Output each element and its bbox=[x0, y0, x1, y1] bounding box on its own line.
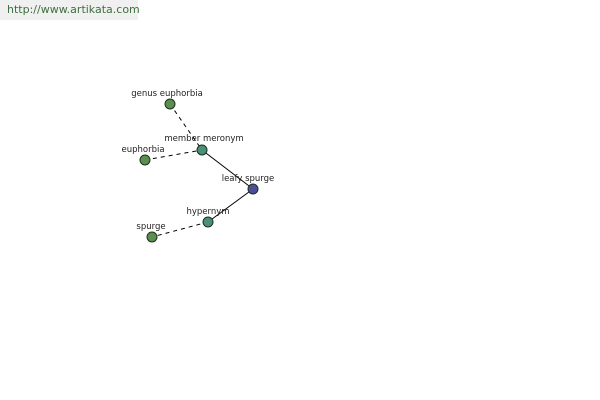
node-genus-euphorbia-dot[interactable] bbox=[164, 98, 176, 110]
node-leafy-spurge[interactable]: leafy spurge bbox=[222, 174, 275, 195]
node-euphorbia-label: euphorbia bbox=[121, 145, 164, 155]
node-genus-euphorbia-label: genus euphorbia bbox=[131, 89, 203, 99]
edge-leafy-spurge-to-hypernym bbox=[207, 188, 254, 223]
node-member-meronym-dot[interactable] bbox=[196, 144, 208, 156]
node-euphorbia[interactable]: euphorbia bbox=[121, 145, 165, 166]
edges-layer bbox=[144, 103, 254, 238]
site-url[interactable]: http://www.artikata.com bbox=[0, 0, 140, 20]
edge-hypernym-to-spurge bbox=[151, 221, 209, 238]
node-euphorbia-dot[interactable] bbox=[139, 154, 151, 166]
node-member-meronym-label: member meronym bbox=[164, 134, 243, 144]
node-hypernym-label: hypernym bbox=[186, 207, 229, 217]
node-spurge-dot[interactable] bbox=[146, 231, 158, 243]
edge-genus-euphorbia-to-member-meronym bbox=[169, 103, 203, 151]
node-hypernym-dot[interactable] bbox=[202, 216, 214, 228]
node-member-meronym[interactable]: member meronym bbox=[164, 134, 244, 156]
edge-euphorbia-to-member-meronym bbox=[144, 149, 203, 161]
node-genus-euphorbia[interactable]: genus euphorbia bbox=[131, 89, 203, 110]
node-spurge[interactable]: spurge bbox=[136, 222, 166, 243]
node-leafy-spurge-dot[interactable] bbox=[247, 183, 259, 195]
node-spurge-label: spurge bbox=[136, 222, 165, 232]
node-hypernym[interactable]: hypernym bbox=[186, 207, 230, 228]
node-leafy-spurge-label: leafy spurge bbox=[222, 174, 275, 184]
edge-member-meronym-to-leafy-spurge bbox=[201, 149, 254, 190]
